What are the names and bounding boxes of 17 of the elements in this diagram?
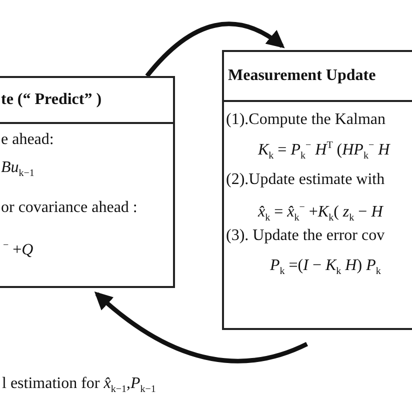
formula-text: (1).Compute the Kalman	[226, 110, 386, 130]
formula-text: Bu$_{k−1}$	[1, 158, 34, 182]
box-heading: te (“ Predict” )	[1, 90, 102, 110]
note-text: l estimation for x̂$_{k−1}$,P$_{k−1}$	[2, 374, 156, 398]
process-box	[222, 50, 412, 330]
formula-text: (2).Update estimate with	[226, 170, 385, 190]
formula-text: e ahead:	[1, 130, 54, 150]
formula-text: or covariance ahead :	[1, 198, 138, 218]
formula-text: $^{−}$ +Q	[3, 239, 34, 260]
box-heading: Measurement Update	[228, 66, 376, 86]
curved-arrow	[145, 22, 285, 78]
formula-text: K$_{k}$ = P$_{k}$$^{−}$ H$^{T}$ (HP$_{k}$$^{−}$ H	[258, 139, 390, 164]
formula-text: x̂$_{k}$ = x̂$_{k}$$^{−}$ +K$_{k}$( z$_{k}$ − H	[258, 201, 383, 226]
process-box	[0, 76, 175, 288]
formula-text: P$_{k}$ =(I − K$_{k}$ H) P$_{k}$	[270, 256, 381, 280]
formula-text: (3). Update the error cov	[226, 226, 385, 246]
curved-arrow	[94, 292, 308, 364]
